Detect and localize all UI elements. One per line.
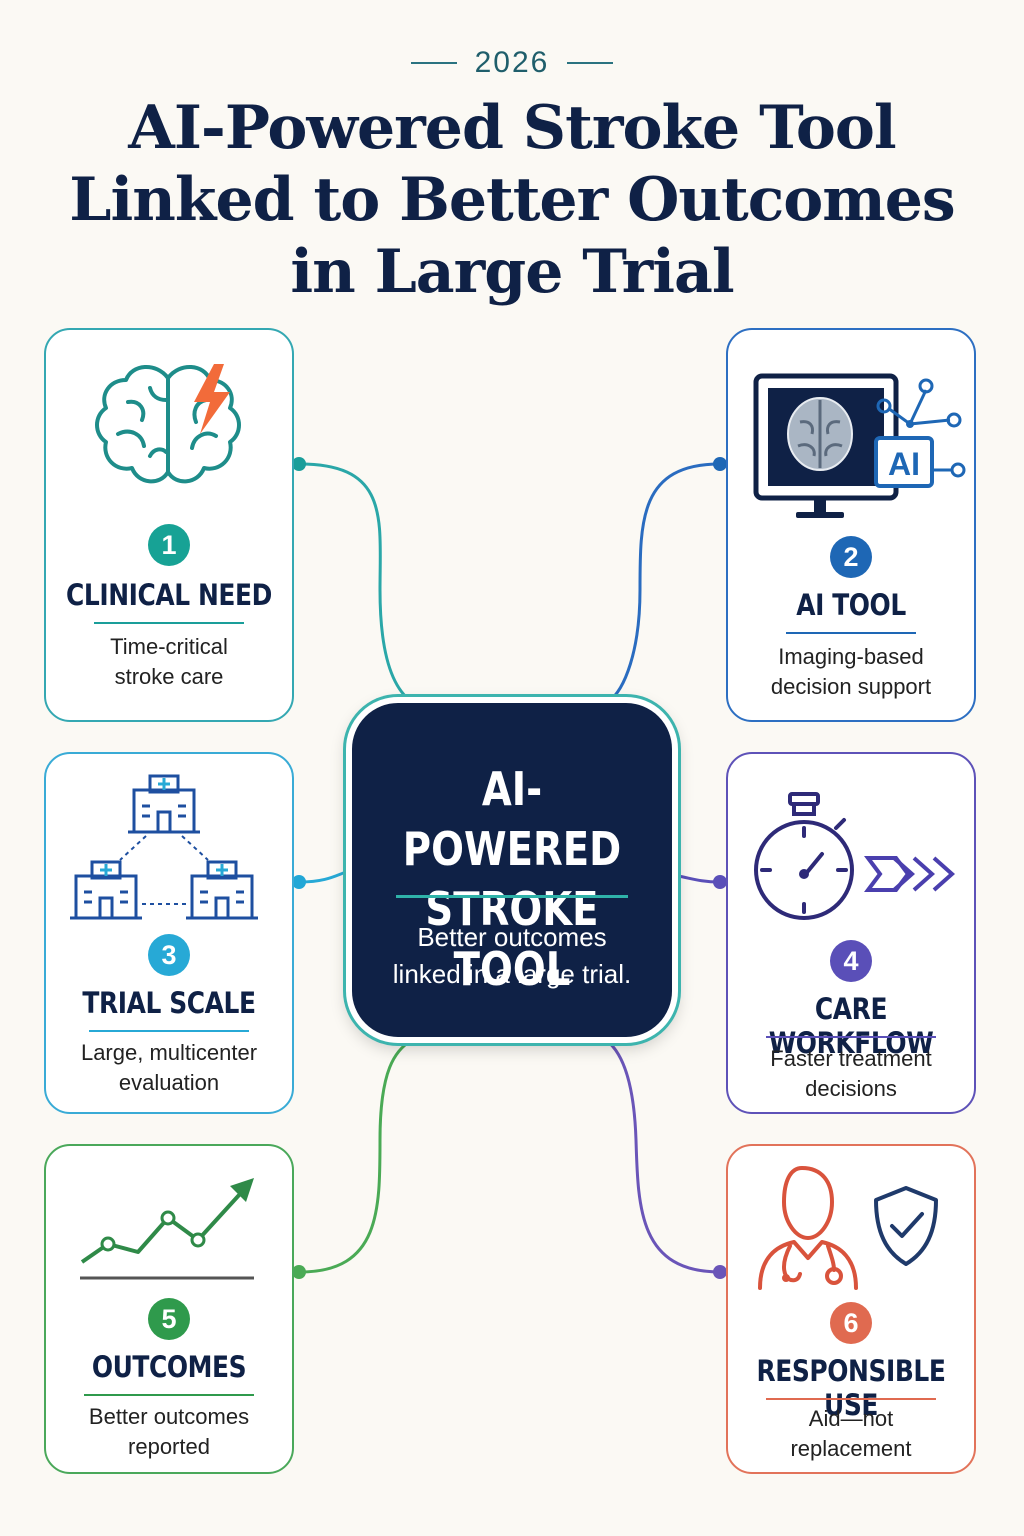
center-hub: AI-POWERED STROKE TOOL Better outcomes l…	[346, 697, 678, 1043]
desc-line: decisions	[805, 1076, 897, 1101]
connector-3	[299, 870, 347, 884]
step-number-badge: 5	[148, 1298, 190, 1340]
connector-dot-2	[713, 457, 727, 471]
hub-desc-line-1: Better outcomes	[417, 922, 607, 952]
card-ai-tool: AI 2 AI TOOL Imaging-based decision supp…	[726, 328, 976, 722]
brain-lightning-icon	[46, 330, 292, 505]
desc-line: stroke care	[114, 664, 224, 689]
card-title: CLINICAL NEED	[66, 578, 272, 612]
title-underline	[94, 622, 244, 624]
hospital-network-icon	[46, 754, 292, 939]
title-line-3: in Large Trial	[290, 237, 734, 307]
connector-6	[605, 1038, 721, 1274]
card-description: Better outcomes reported	[56, 1402, 282, 1462]
step-number-badge: 1	[148, 524, 190, 566]
trend-up-chart-icon	[46, 1146, 292, 1301]
card-title: AI TOOL	[796, 588, 906, 622]
hub-title-line-1: AI-POWERED	[402, 762, 622, 876]
connector-dot-5	[292, 1265, 306, 1279]
card-description: Time-critical stroke care	[56, 632, 282, 692]
desc-line: Faster treatment	[770, 1046, 932, 1071]
connector-dot-1	[292, 457, 306, 471]
card-responsible-use: 6 RESPONSIBLE USE Aid—not replacement	[726, 1144, 976, 1474]
desc-line: Better outcomes	[88, 1404, 250, 1429]
card-clinical-need: 1 CLINICAL NEED Time-critical stroke car…	[44, 328, 294, 722]
monitor-brain-scan-ai-icon: AI	[728, 330, 974, 535]
stopwatch-arrows-icon	[728, 754, 974, 949]
year-text: 2026	[474, 46, 550, 79]
title-underline	[766, 1398, 936, 1400]
desc-line: replacement	[790, 1436, 912, 1461]
connector-dot-3	[292, 875, 306, 889]
svg-text:AI: AI	[888, 446, 920, 482]
connector-2	[607, 462, 721, 704]
connector-1	[299, 462, 413, 704]
year-label: 2026	[0, 46, 1024, 80]
title-line-2: Linked to Better Outcomes	[69, 165, 955, 235]
connector-dot-4	[713, 875, 727, 889]
card-description: Aid—not replacement	[738, 1404, 964, 1464]
hub-desc-line-2: linked in a large trial.	[392, 959, 632, 989]
card-title: TRIAL SCALE	[82, 986, 256, 1020]
card-description: Faster treatment decisions	[738, 1044, 964, 1104]
desc-line: evaluation	[118, 1070, 220, 1095]
card-description: Large, multicenter evaluation	[56, 1038, 282, 1098]
hub-description: Better outcomes linked in a large trial.	[362, 919, 662, 993]
hub-title: AI-POWERED STROKE TOOL	[378, 759, 647, 999]
card-trial-scale: 3 TRIAL SCALE Large, multicenter evaluat…	[44, 752, 294, 1114]
desc-line: Large, multicenter	[80, 1040, 258, 1065]
desc-line: Imaging-based	[778, 644, 924, 669]
card-title: CARE WORKFLOW	[768, 992, 934, 1060]
page-title: AI-Powered Stroke Tool Linked to Better …	[40, 92, 984, 308]
title-underline	[786, 632, 916, 634]
connector-dot-6	[713, 1265, 727, 1279]
card-care-workflow: 4 CARE WORKFLOW Faster treatment decisio…	[726, 752, 976, 1114]
hub-title-line-2: STROKE TOOL	[425, 882, 599, 996]
title-line-1: AI-Powered Stroke Tool	[128, 93, 896, 163]
desc-line: Aid—not	[808, 1406, 894, 1431]
hub-underline	[396, 895, 628, 898]
step-number-badge: 2	[830, 536, 872, 578]
desc-line: decision support	[770, 674, 932, 699]
card-title: RESPONSIBLE USE	[756, 1354, 946, 1422]
year-rule-right	[567, 62, 614, 64]
step-number-badge: 6	[830, 1302, 872, 1344]
desc-line: Time-critical	[110, 634, 228, 659]
card-description: Imaging-based decision support	[738, 642, 964, 702]
title-underline	[89, 1030, 249, 1032]
title-underline	[84, 1394, 254, 1396]
title-underline	[766, 1036, 936, 1038]
card-outcomes: 5 OUTCOMES Better outcomes reported	[44, 1144, 294, 1474]
step-number-badge: 3	[148, 934, 190, 976]
doctor-shield-icon	[728, 1146, 974, 1311]
connector-5	[299, 1038, 413, 1274]
desc-line: reported	[128, 1434, 210, 1459]
year-rule-left	[410, 62, 457, 64]
card-title: OUTCOMES	[91, 1350, 247, 1384]
step-number-badge: 4	[830, 940, 872, 982]
